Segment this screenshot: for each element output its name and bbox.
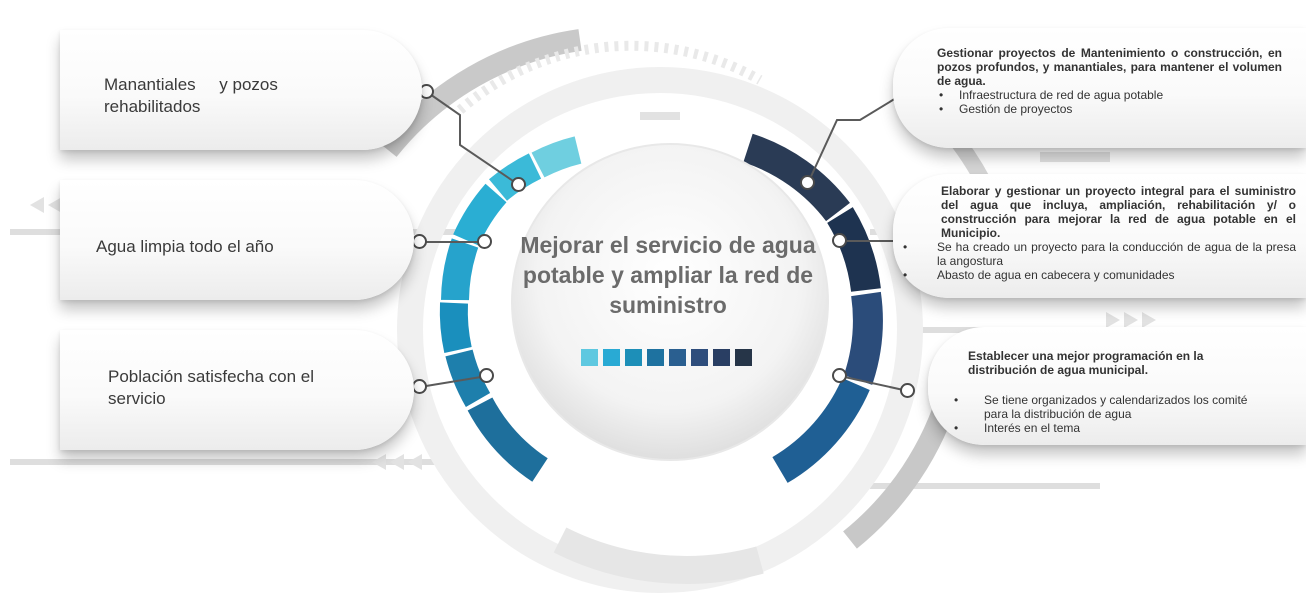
right-pill-1: Gestionar proyectos de Mantenimiento o c… xyxy=(893,28,1306,148)
color-swatch xyxy=(713,349,730,366)
connector-node xyxy=(832,368,847,383)
color-swatch xyxy=(581,349,598,366)
bullet-item: •Se ha creado un proyecto para la conduc… xyxy=(903,240,1296,268)
left-pill-label: Agua limpia todo el año xyxy=(96,237,274,256)
bullet-item: •Abasto de agua en cabecera y comunidade… xyxy=(903,268,1175,282)
color-swatch xyxy=(625,349,642,366)
connector-node xyxy=(832,233,847,248)
connector-node xyxy=(477,234,492,249)
color-swatch xyxy=(691,349,708,366)
color-swatch xyxy=(603,349,620,366)
right-pill-bullets: •Se ha creado un proyecto para la conduc… xyxy=(901,240,1296,282)
right-pill-title: Gestionar proyectos de Mantenimiento o c… xyxy=(937,46,1282,88)
color-swatch xyxy=(647,349,664,366)
left-pill-3: Población satisfecha con el servicio xyxy=(60,330,414,450)
bullet-dot: • xyxy=(903,240,908,254)
right-pill-3: Establecer una mejor programación en la … xyxy=(928,327,1306,445)
connector-node xyxy=(412,234,427,249)
left-pill-2: Agua limpia todo el año xyxy=(60,180,414,300)
right-pill-bullets: •Infraestructura de red de agua potable … xyxy=(937,88,1282,116)
right-pill-title: Establecer una mejor programación en la … xyxy=(968,349,1204,377)
bullet-item: •Se tiene organizados y calendarizados l… xyxy=(954,393,1248,421)
center-title: Mejorar el servicio de agua potable y am… xyxy=(520,232,816,318)
color-swatch-row xyxy=(581,349,752,366)
bullet-item: •Infraestructura de red de agua potable xyxy=(939,88,1164,102)
bullet-dot: • xyxy=(939,102,944,116)
color-swatch xyxy=(669,349,686,366)
bullet-item: •Gestión de proyectos xyxy=(939,102,1073,116)
right-pill-bullets: •Se tiene organizados y calendarizados l… xyxy=(952,393,1266,435)
right-pill-2: Elaborar y gestionar un proyecto integra… xyxy=(893,174,1306,298)
bullet-dot: • xyxy=(954,421,959,435)
left-pill-label: Manantiales y pozos rehabilitados xyxy=(104,75,283,116)
connector-node xyxy=(511,177,526,192)
left-pill-1: Manantiales y pozos rehabilitados xyxy=(60,30,422,150)
connector-node xyxy=(800,175,815,190)
bullet-dot: • xyxy=(954,393,959,407)
connector-node xyxy=(479,368,494,383)
right-pill-title: Elaborar y gestionar un proyecto integra… xyxy=(941,184,1296,240)
left-pill-label: Población satisfecha con el servicio xyxy=(108,367,315,408)
connector-node xyxy=(900,383,915,398)
bullet-dot: • xyxy=(903,268,908,282)
bullet-item: •Interés en el tema xyxy=(954,421,1081,435)
connector-node xyxy=(412,379,427,394)
bullet-dot: • xyxy=(939,88,944,102)
color-swatch xyxy=(735,349,752,366)
